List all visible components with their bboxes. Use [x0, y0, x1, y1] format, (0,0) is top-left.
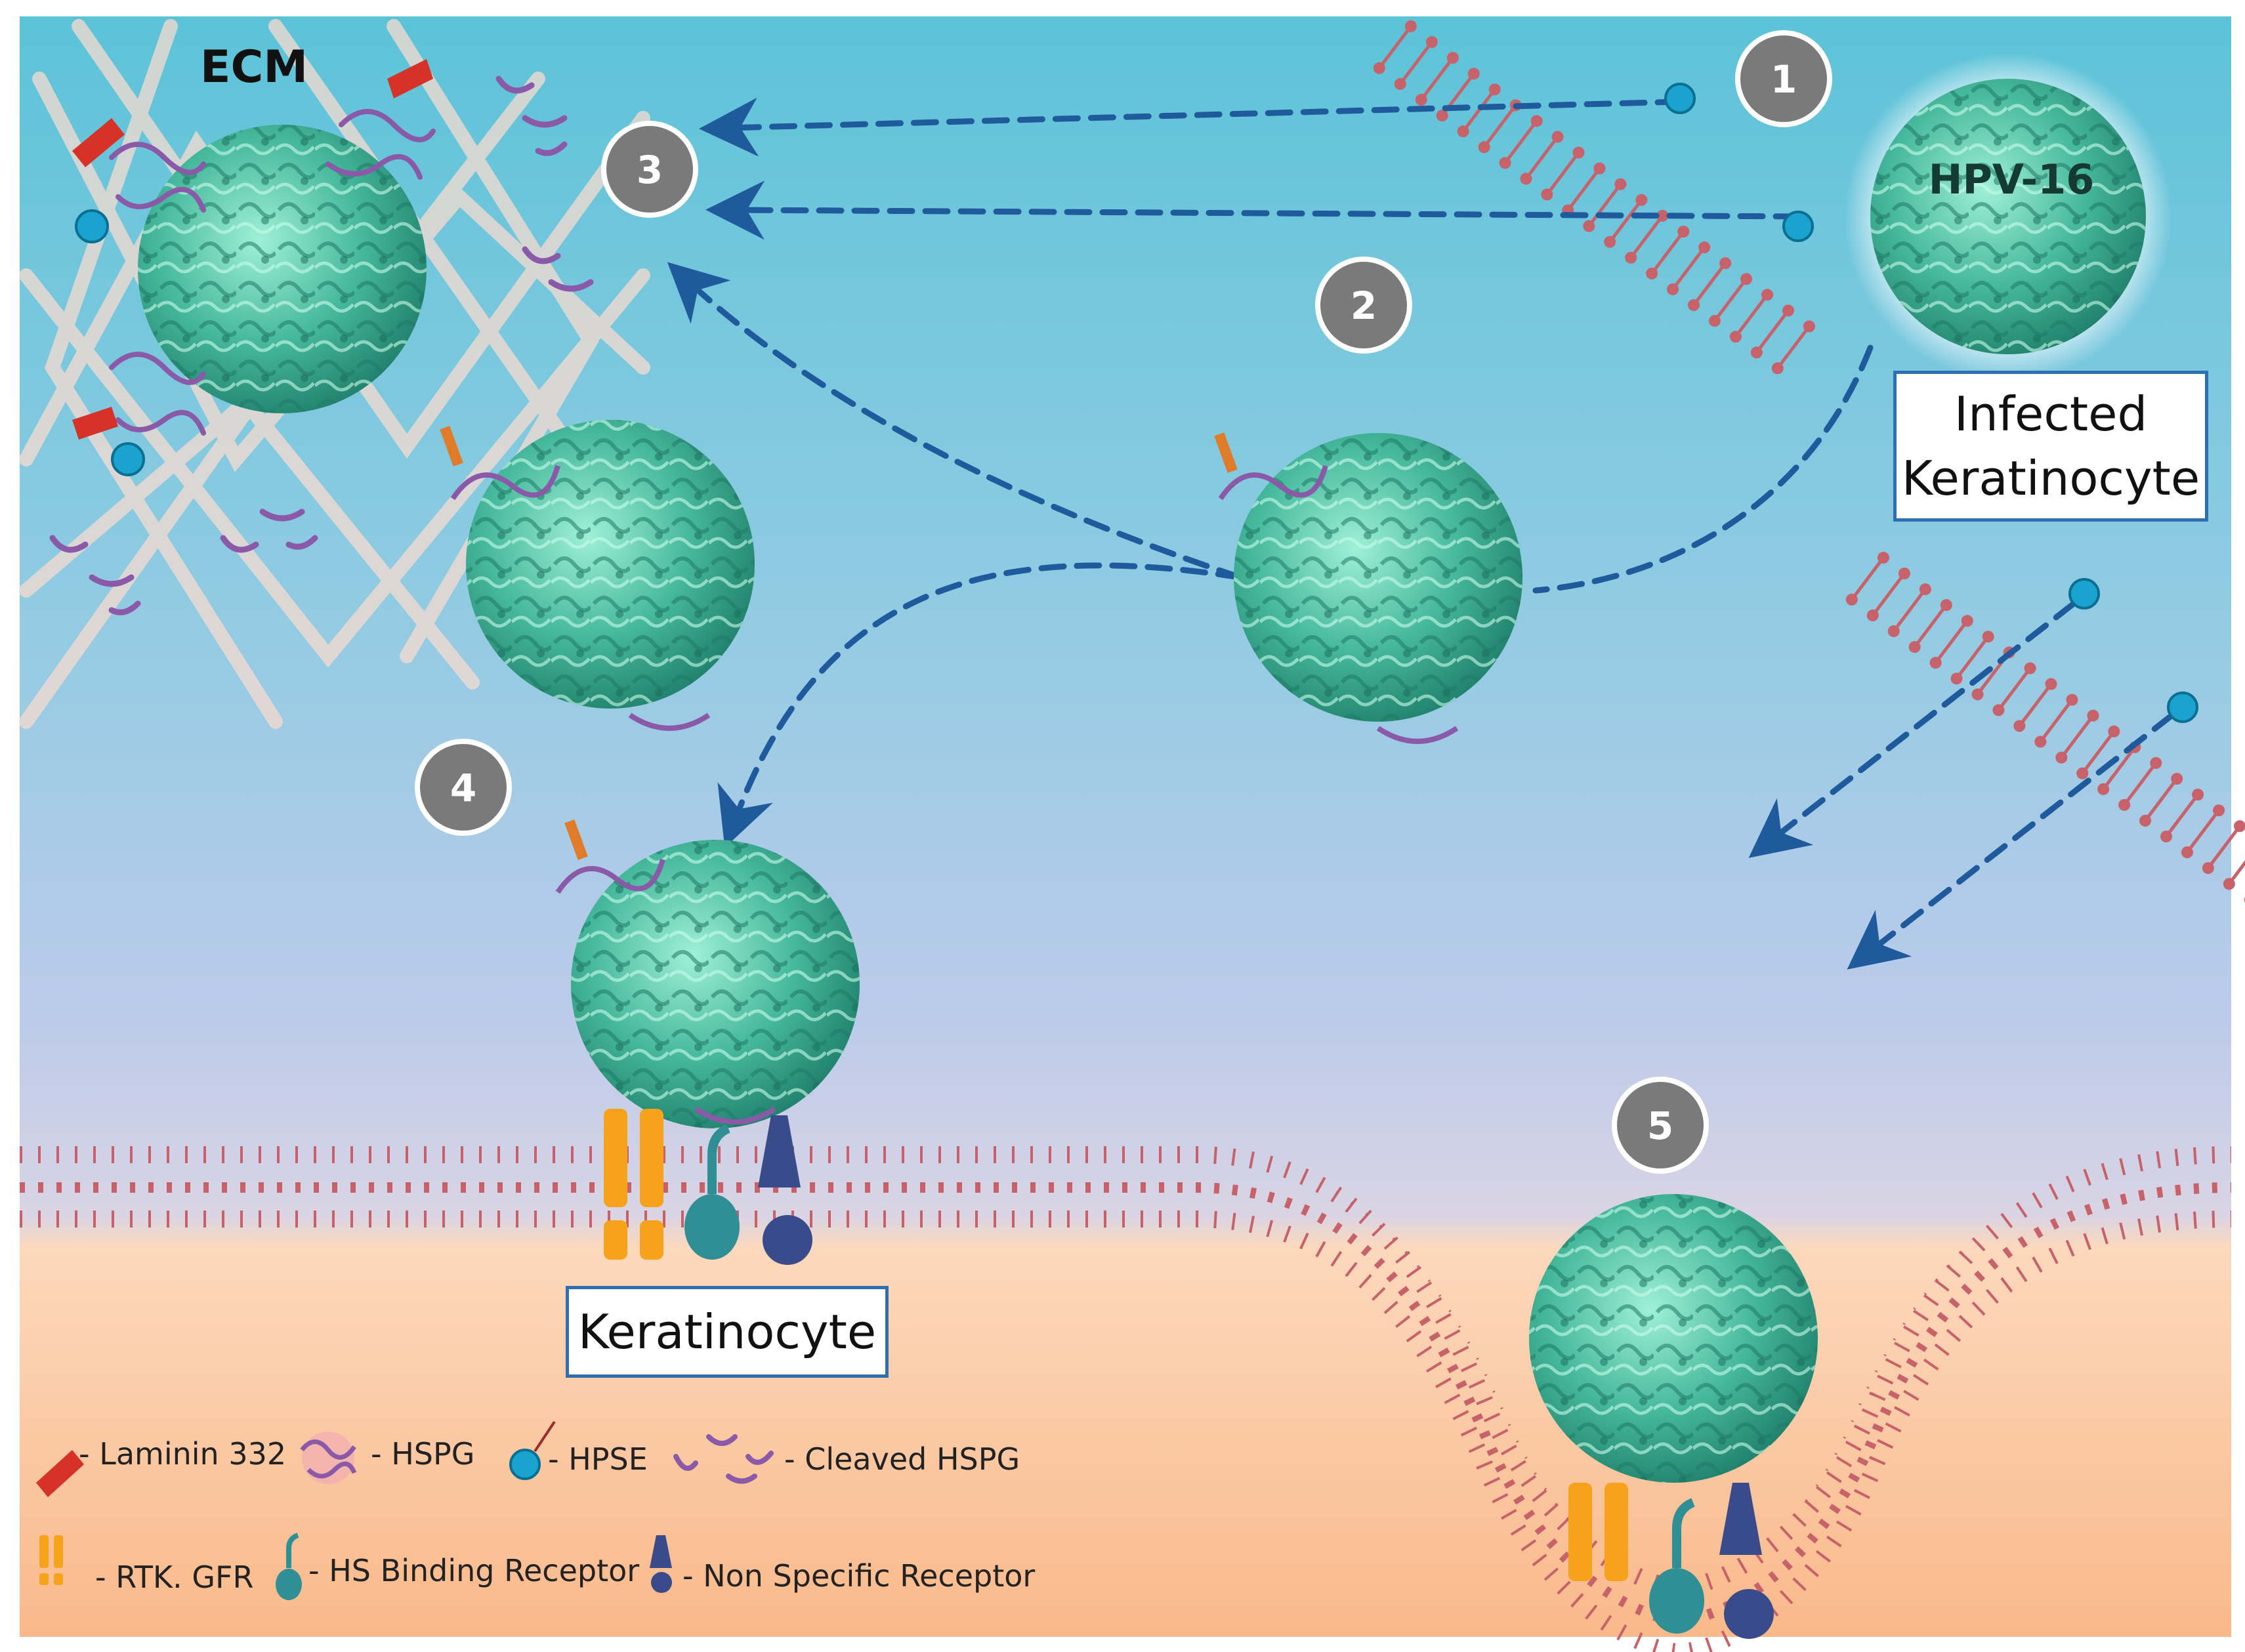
legend-cleaved-label: - Cleaved HSPG: [784, 1441, 1020, 1477]
legend-laminin-label: - Laminin 332: [79, 1436, 286, 1472]
svg-text:2: 2: [1351, 283, 1377, 328]
legend-hs-receptor-label: - HS Binding Receptor: [308, 1553, 639, 1588]
arrow-hpse-3: [1748, 600, 2077, 858]
receptors-keratinocyte: [604, 1109, 812, 1265]
legend-rtk-icon: [39, 1535, 63, 1585]
infected-membrane-lower: [1837, 545, 2245, 929]
svg-text:4: 4: [450, 766, 476, 810]
legend-hspg-label: - HSPG: [371, 1436, 474, 1472]
virus-particle-free-left: [440, 420, 755, 731]
arrow-hpse-4: [1847, 712, 2175, 970]
step-badge-3: 3: [601, 121, 698, 218]
arrow-hpse-1: [699, 97, 1683, 157]
arrow-to-ecm: [667, 262, 1244, 581]
infected-label-line1: Infected: [1954, 386, 2148, 442]
legend-laminin-icon: [36, 1450, 84, 1497]
ecm-label: ECM: [200, 41, 308, 93]
virus-particle-endocytosis: [1529, 1194, 1818, 1483]
legend-nonspecific-label: - Non Specific Receptor: [682, 1558, 1035, 1594]
arrow-hpse-2: [705, 180, 1801, 240]
infected-label-line2: Keratinocyte: [1901, 451, 2200, 506]
svg-text:3: 3: [637, 148, 663, 192]
step-badge-4: 4: [415, 739, 512, 836]
virus-particle-bound-keratinocyte: [555, 819, 860, 1128]
legend: - Laminin 332 - HSPG - HPSE - Cleaved HS…: [36, 1420, 1035, 1600]
hs-binding-receptor: [684, 1194, 740, 1260]
virus-particle-free-center: [1214, 432, 1522, 744]
hpv16-virus: [1844, 52, 2172, 381]
arrow-release: [1532, 344, 1874, 594]
rtk-receptor: [604, 1109, 627, 1207]
cleaved-hspg-fragments: [49, 75, 594, 615]
legend-nonspecific-icon: [650, 1535, 672, 1593]
legend-hpse-label: - HPSE: [548, 1441, 648, 1477]
hpv16-label: HPV-16: [1929, 155, 2095, 203]
keratinocyte-label: Keratinocyte: [566, 1286, 889, 1378]
legend-rtk-label: - RTK. GFR: [95, 1559, 253, 1595]
legend-hs-receptor-icon: [276, 1533, 302, 1600]
ecm-virus: [72, 59, 436, 440]
step-badge-2: 2: [1315, 257, 1412, 354]
legend-hpse-icon: [509, 1449, 541, 1480]
receptors-endocytosis: [1568, 1483, 1774, 1639]
non-specific-receptor: [758, 1115, 801, 1187]
legend-cleaved-icon: [673, 1434, 774, 1484]
svg-text:5: 5: [1647, 1104, 1673, 1148]
svg-text:1: 1: [1771, 57, 1797, 102]
step-badge-1: 1: [1735, 30, 1832, 127]
legend-hspg-icon: [300, 1432, 357, 1484]
pathway-arrows: [667, 97, 2175, 970]
step-badge-5: 5: [1612, 1077, 1709, 1174]
arrow-to-keratinocyte: [717, 562, 1244, 848]
infected-keratinocyte-label: Infected Keratinocyte: [1893, 371, 2208, 522]
